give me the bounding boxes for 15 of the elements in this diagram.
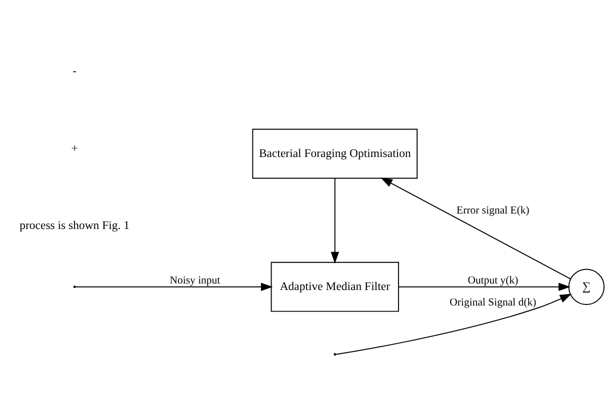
- label: +: [71, 141, 78, 154]
- arrow: [380, 177, 572, 279]
- arrow: [330, 177, 340, 264]
- arrow: [398, 282, 570, 290]
- edge-label: Noisy input: [170, 274, 220, 286]
- edge-label: Original Signal d(k): [450, 296, 536, 308]
- node-box: Bacterial Foraging Optimisation: [252, 128, 418, 178]
- arrow: [75, 282, 273, 290]
- arrow: [335, 293, 572, 354]
- label: -: [72, 64, 77, 78]
- edge-label: Error signal E(k): [456, 204, 530, 216]
- node-box: Adaptive Median Filter: [270, 261, 400, 312]
- label: process is shown Fig. 1: [20, 218, 130, 232]
- edge-label: Output y(k): [468, 274, 518, 286]
- node-circle: ∑: [568, 268, 605, 304]
